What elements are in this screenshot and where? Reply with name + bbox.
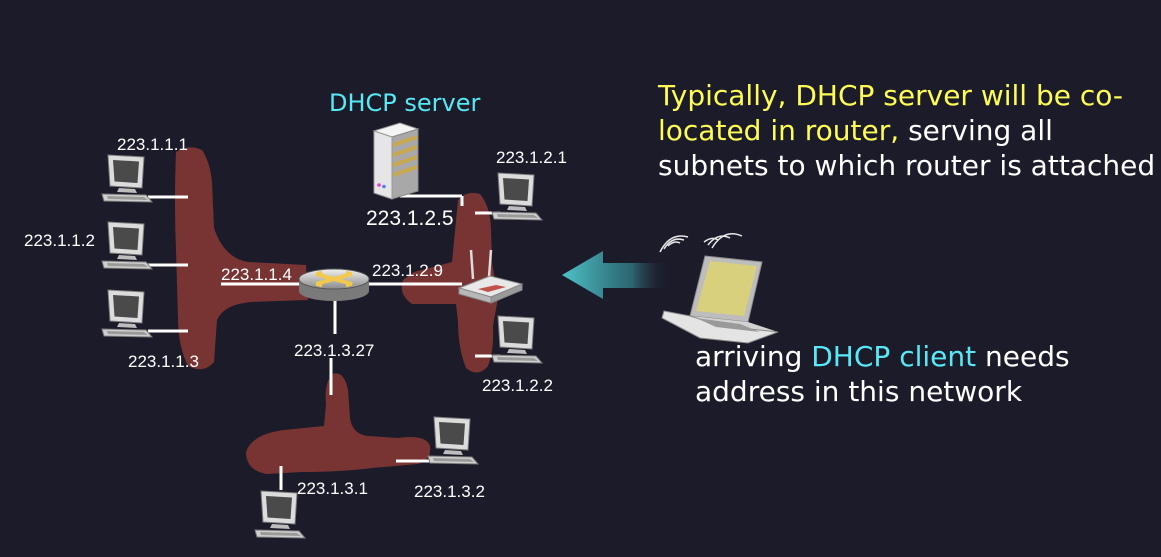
host-223-1-2-1-icon bbox=[491, 172, 543, 221]
host-223-1-2-2-icon bbox=[491, 315, 543, 364]
subnet-3-blob bbox=[246, 373, 431, 474]
address-label-223-1-2-1: 223.1.2.1 bbox=[496, 148, 567, 167]
address-label-223-1-1-2: 223.1.1.2 bbox=[24, 231, 95, 250]
arrow-toward-network bbox=[562, 251, 670, 299]
address-label-223-1-1-4: 223.1.1.4 bbox=[221, 265, 292, 284]
client-note-after: needs address in this network bbox=[695, 340, 1070, 408]
address-label-223-1-1-1: 223.1.1.1 bbox=[117, 135, 188, 154]
host-223-1-1-3-icon bbox=[101, 289, 153, 338]
wireless-signal-icon bbox=[659, 233, 743, 253]
note-rest-text: serving all subnets to which router is a… bbox=[658, 114, 1156, 182]
host-223-1-1-1-icon bbox=[101, 154, 153, 203]
address-label-223-1-2-9: 223.1.2.9 bbox=[372, 261, 443, 280]
laptop-client-icon bbox=[661, 255, 779, 344]
address-label-223-1-1-3: 223.1.1.3 bbox=[128, 352, 199, 371]
host-223-1-3-2-icon bbox=[427, 416, 479, 465]
dhcp-server-icon bbox=[372, 122, 420, 200]
address-label-223-1-2-2: 223.1.2.2 bbox=[482, 376, 553, 395]
note-highlight-text: Typically, DHCP server will be co-locate… bbox=[658, 79, 1124, 147]
address-label-223-1-3-27: 223.1.3.27 bbox=[294, 341, 374, 360]
host-223-1-3-1-icon bbox=[254, 490, 306, 539]
router-colocation-note: Typically, DHCP server will be co-locate… bbox=[658, 78, 1158, 183]
dhcp-server-label: DHCP server bbox=[329, 89, 480, 117]
client-note-highlight: DHCP client bbox=[811, 340, 977, 373]
router-icon bbox=[298, 268, 370, 301]
subnet-1-blob bbox=[175, 147, 308, 370]
dhcp-client-note: arriving DHCP client needs address in th… bbox=[695, 339, 1155, 409]
address-label-223-1-3-1: 223.1.3.1 bbox=[297, 479, 368, 498]
address-label-223-1-2-5: 223.1.2.5 bbox=[366, 207, 454, 230]
address-label-223-1-3-2: 223.1.3.2 bbox=[414, 482, 485, 501]
access-point-icon bbox=[457, 249, 524, 304]
client-note-before: arriving bbox=[695, 340, 812, 373]
host-223-1-1-2-icon bbox=[101, 221, 153, 270]
